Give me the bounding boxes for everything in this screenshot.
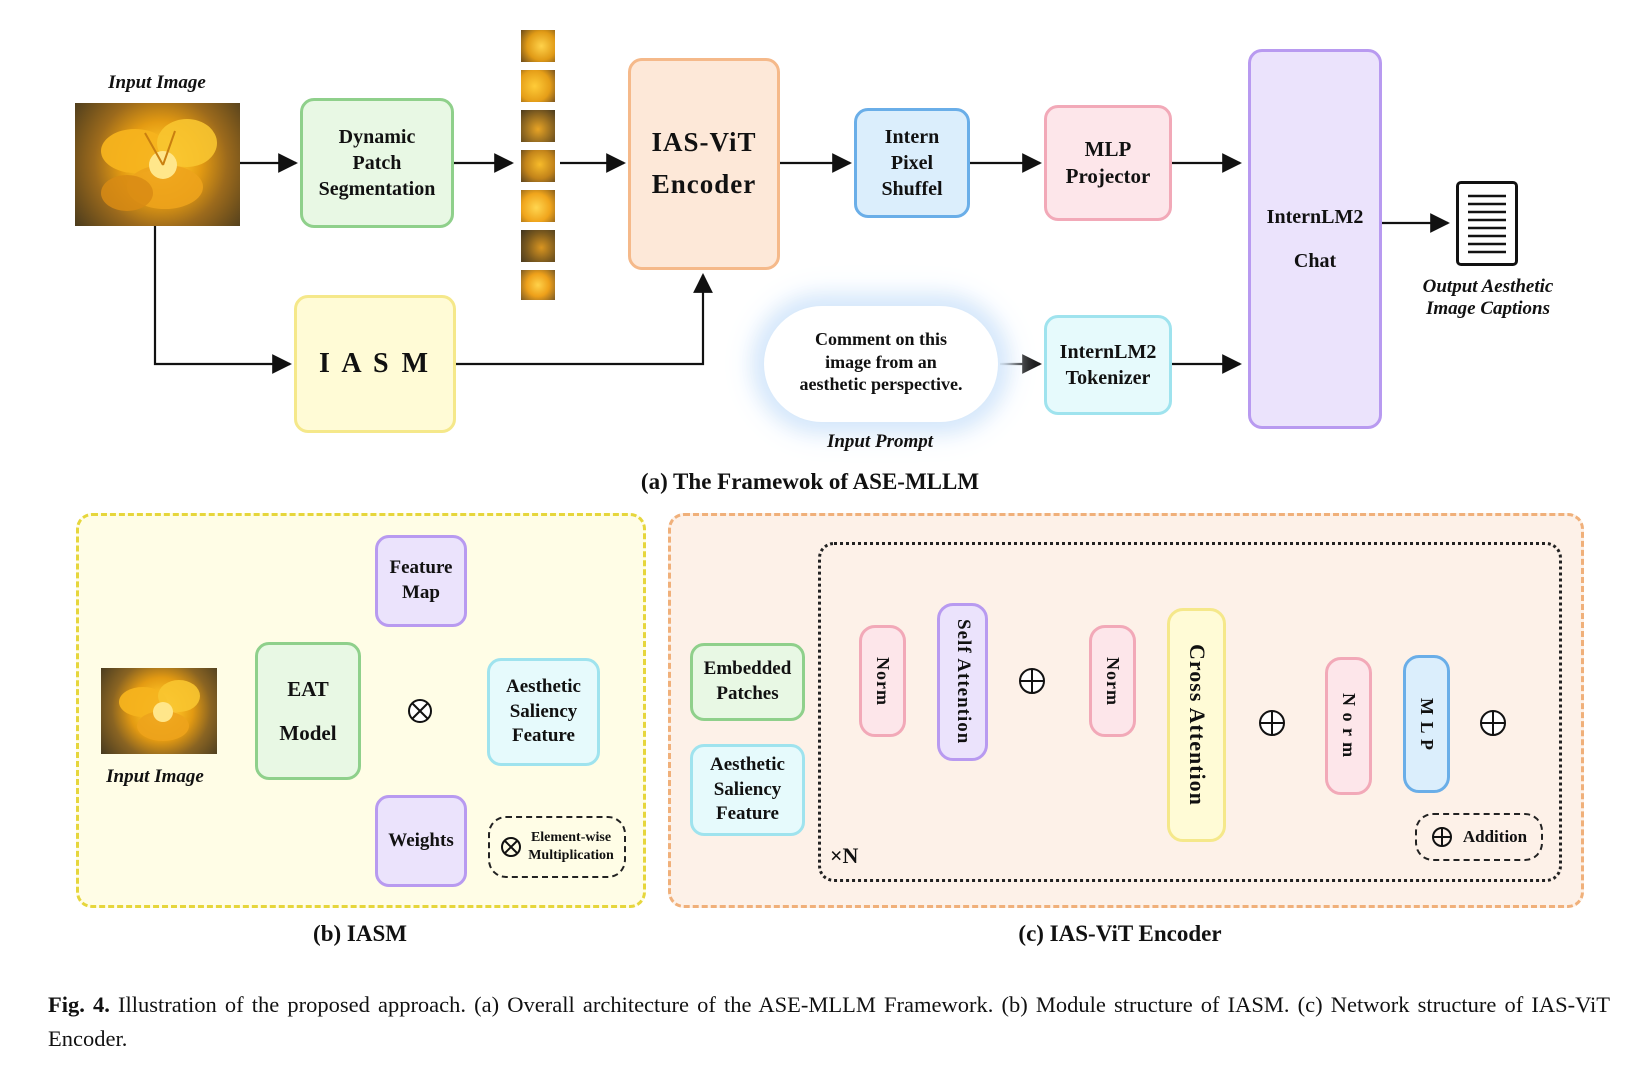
figure-caption-text: Illustration of the proposed approach. (… [48, 992, 1610, 1051]
patch-4 [521, 150, 555, 182]
input-prompt-label: Input Prompt [826, 431, 934, 452]
dynamic-patch-segmentation: Dynamic Patch Segmentation [300, 98, 454, 228]
norm-2: Norm [1089, 625, 1136, 737]
arrow-input-to-iasm [153, 226, 292, 374]
norm-3: N o r m [1325, 657, 1372, 795]
addition-icon [1259, 710, 1285, 736]
prompt-cloud [764, 306, 998, 422]
patch-1 [521, 30, 555, 62]
feature-map: Feature Map [375, 535, 467, 627]
iasm-input-image [101, 668, 217, 754]
output-label: Output Aesthetic Image Captions [1422, 276, 1554, 319]
input-image-label: Input Image [108, 72, 206, 93]
ias-vit-encoder: IAS-ViT Encoder [628, 58, 780, 270]
internlm2-chat: InternLM2 Chat [1248, 49, 1382, 429]
cross-attention: Cross Attention [1167, 608, 1226, 842]
addition-icon [1480, 710, 1506, 736]
arrow-iasm-to-encoder [456, 273, 713, 366]
embedded-patches: Embedded Patches [690, 643, 805, 721]
weights: Weights [375, 795, 467, 887]
aesthetic-saliency-feature-c: Aesthetic Saliency Feature [690, 744, 805, 836]
iasm-input-image-label: Input Image [106, 766, 204, 787]
prompt-text: Comment on this image from an aesthetic … [799, 329, 963, 394]
mlp-block: M L P [1403, 655, 1450, 793]
addition-icon [1431, 827, 1452, 847]
iasm-block: I A S M [294, 295, 456, 433]
self-attention: Self Attention [937, 603, 988, 761]
patch-7 [521, 270, 555, 300]
addition-icon [1019, 668, 1045, 694]
caption-c: (c) IAS-ViT Encoder [1018, 921, 1222, 946]
repeat-block [818, 542, 1562, 882]
intern-pixel-shuffel: Intern Pixel Shuffel [854, 108, 970, 218]
document-icon [1456, 181, 1518, 266]
norm-1: Norm [859, 625, 906, 737]
figure-caption: Fig. 4. Illustration of the proposed app… [48, 988, 1610, 1056]
mlp-projector: MLP Projector [1044, 105, 1172, 221]
patch-3 [521, 110, 555, 142]
patch-5 [521, 190, 555, 222]
image-patches [521, 30, 555, 300]
flower-icon [119, 680, 200, 741]
aesthetic-saliency-feature-b: Aesthetic Saliency Feature [487, 658, 600, 766]
patch-2 [521, 70, 555, 102]
patch-6 [521, 230, 555, 262]
multiply-icon [408, 699, 432, 723]
caption-a: (a) The Framewok of ASE-MLLM [640, 469, 980, 494]
caption-b: (b) IASM [313, 921, 407, 946]
figure-caption-label: Fig. 4. [48, 992, 110, 1017]
eat-model: EAT Model [255, 642, 361, 780]
legend-multiplication: Element-wise Multiplication [488, 816, 626, 878]
input-image [75, 103, 240, 226]
repeat-label: ×N [830, 843, 859, 868]
flower-icon [101, 119, 217, 211]
multiply-icon [501, 837, 522, 857]
legend-addition: Addition [1415, 813, 1543, 861]
internlm2-tokenizer: InternLM2 Tokenizer [1044, 315, 1172, 415]
